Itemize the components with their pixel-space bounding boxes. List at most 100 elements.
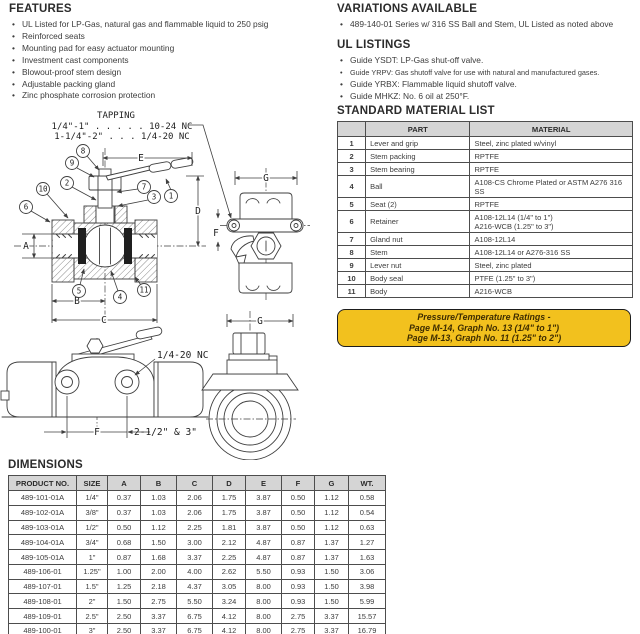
table-cell: PTFE (1.25" to 3") (469, 271, 633, 285)
table-cell: 1" (76, 549, 108, 565)
dim-label-A: A (23, 241, 29, 252)
table-cell: 7 (336, 232, 367, 246)
end-view-large: G (201, 311, 299, 460)
dim-label-F-bottom: F (94, 427, 100, 438)
table-cell: RPTFE (469, 197, 633, 211)
table-cell: 2.75 (281, 608, 315, 625)
technical-drawing: TAPPING 1/4"-1" . . . . . 10-24 NC 1-1/4… (0, 111, 310, 460)
table-cell: 1.37 (314, 534, 349, 551)
callout-2: 2 (65, 179, 70, 188)
table-cell: 3.24 (212, 593, 246, 610)
table-cell: 2.75 (140, 593, 177, 610)
bullet-item: Guide YRBX: Flammable liquid shutoff val… (337, 79, 633, 91)
table-cell: 10 (336, 271, 367, 285)
table-cell: 0.50 (107, 519, 141, 536)
ratings-line3: Page M-13, Graph No. 11 (1.25" to 2") (406, 333, 562, 344)
table-cell: 5.50 (245, 563, 282, 580)
features-list: UL Listed for LP-Gas, natural gas and fl… (9, 19, 327, 102)
table-cell: 1.37 (314, 549, 349, 565)
column-header: MATERIAL (469, 121, 633, 137)
ul-listings-section: UL LISTINGS Guide YSDT: LP-Gas shut-off … (337, 39, 633, 103)
table-cell: 1.25" (76, 563, 108, 580)
main-section-view: E D A B C (14, 148, 206, 328)
table-cell: RPTFE (469, 149, 633, 163)
table-cell: 11 (336, 284, 367, 298)
table-cell: 1.50 (314, 593, 349, 610)
table-cell: 1.50 (107, 593, 141, 610)
table-cell: A216-WCB (469, 284, 633, 298)
table-cell: 489-103-01A (8, 519, 77, 536)
callout-4: 4 (118, 293, 123, 302)
column-header: PART (365, 121, 471, 137)
table-cell: Lever and grip (365, 136, 471, 150)
column-header: B (140, 475, 177, 491)
ratings-line2: Page M-14, Graph No. 13 (1/4" to 1") (408, 322, 560, 333)
top-view: G F (212, 168, 310, 301)
dim-label-F-top: F (213, 228, 219, 239)
table-cell: 2.12 (212, 534, 246, 551)
dimensions-title: DIMENSIONS (8, 459, 83, 471)
table-cell: 489-106-01 (8, 563, 77, 580)
bullet-item: Guide MHKZ: No. 6 oil at 250°F. (337, 91, 633, 103)
callout-3: 3 (152, 193, 157, 202)
table-cell: 1.03 (140, 490, 177, 506)
table-cell: 0.87 (281, 549, 315, 565)
table-cell: 4.00 (176, 563, 213, 580)
table-cell: 3/4" (76, 534, 108, 551)
ul-listings-title: UL LISTINGS (337, 39, 411, 51)
table-cell: 4.87 (245, 549, 282, 565)
table-cell: 1 (336, 136, 367, 150)
table-cell: 1.81 (212, 519, 246, 536)
table-cell: 3.98 (348, 578, 386, 595)
table-cell: 489-101-01A (8, 490, 77, 506)
table-cell: 8.00 (245, 608, 282, 625)
table-cell: A108-12L14 or A276-316 SS (469, 245, 633, 259)
tapping-note: TAPPING 1/4"-1" . . . . . 10-24 NC 1-1/4… (52, 111, 232, 219)
table-cell: 1/2" (76, 519, 108, 536)
table-cell: 0.87 (107, 549, 141, 565)
table-cell: Gland nut (365, 232, 471, 246)
table-cell: 6.75 (176, 623, 213, 634)
table-cell: Lever nut (365, 258, 471, 272)
table-cell: 1.12 (314, 519, 349, 536)
table-cell: Steel, zinc plated w/vinyl (469, 136, 633, 150)
table-cell: 3" (76, 623, 108, 634)
table-cell: 1.12 (140, 519, 177, 536)
table-cell: 8.00 (245, 578, 282, 595)
dim-label-D: D (195, 206, 201, 217)
table-cell: 0.93 (281, 593, 315, 610)
table-cell: 489-102-01A (8, 504, 77, 521)
dim-label-G-top: G (263, 173, 269, 184)
table-cell: 0.50 (281, 504, 315, 521)
table-cell: 3.87 (245, 504, 282, 521)
features-section: FEATURES UL Listed for LP-Gas, natural g… (9, 3, 327, 102)
ul-listings-list: Guide YSDT: LP-Gas shut-off valve.Guide … (337, 55, 633, 103)
table-cell: 2 (336, 149, 367, 163)
table-cell: 4 (336, 175, 367, 198)
table-cell: 1.50 (140, 534, 177, 551)
column-header: C (176, 475, 213, 491)
table-cell: Retainer (365, 210, 471, 233)
table-cell: 0.50 (281, 490, 315, 506)
table-cell: 0.68 (107, 534, 141, 551)
bullet-item: Guide YRPV: Gas shutoff valve for use wi… (337, 67, 633, 79)
table-cell: 1.75 (212, 490, 246, 506)
table-cell: 0.37 (107, 504, 141, 521)
table-cell: Stem (365, 245, 471, 259)
table-cell: 1.75 (212, 504, 246, 521)
